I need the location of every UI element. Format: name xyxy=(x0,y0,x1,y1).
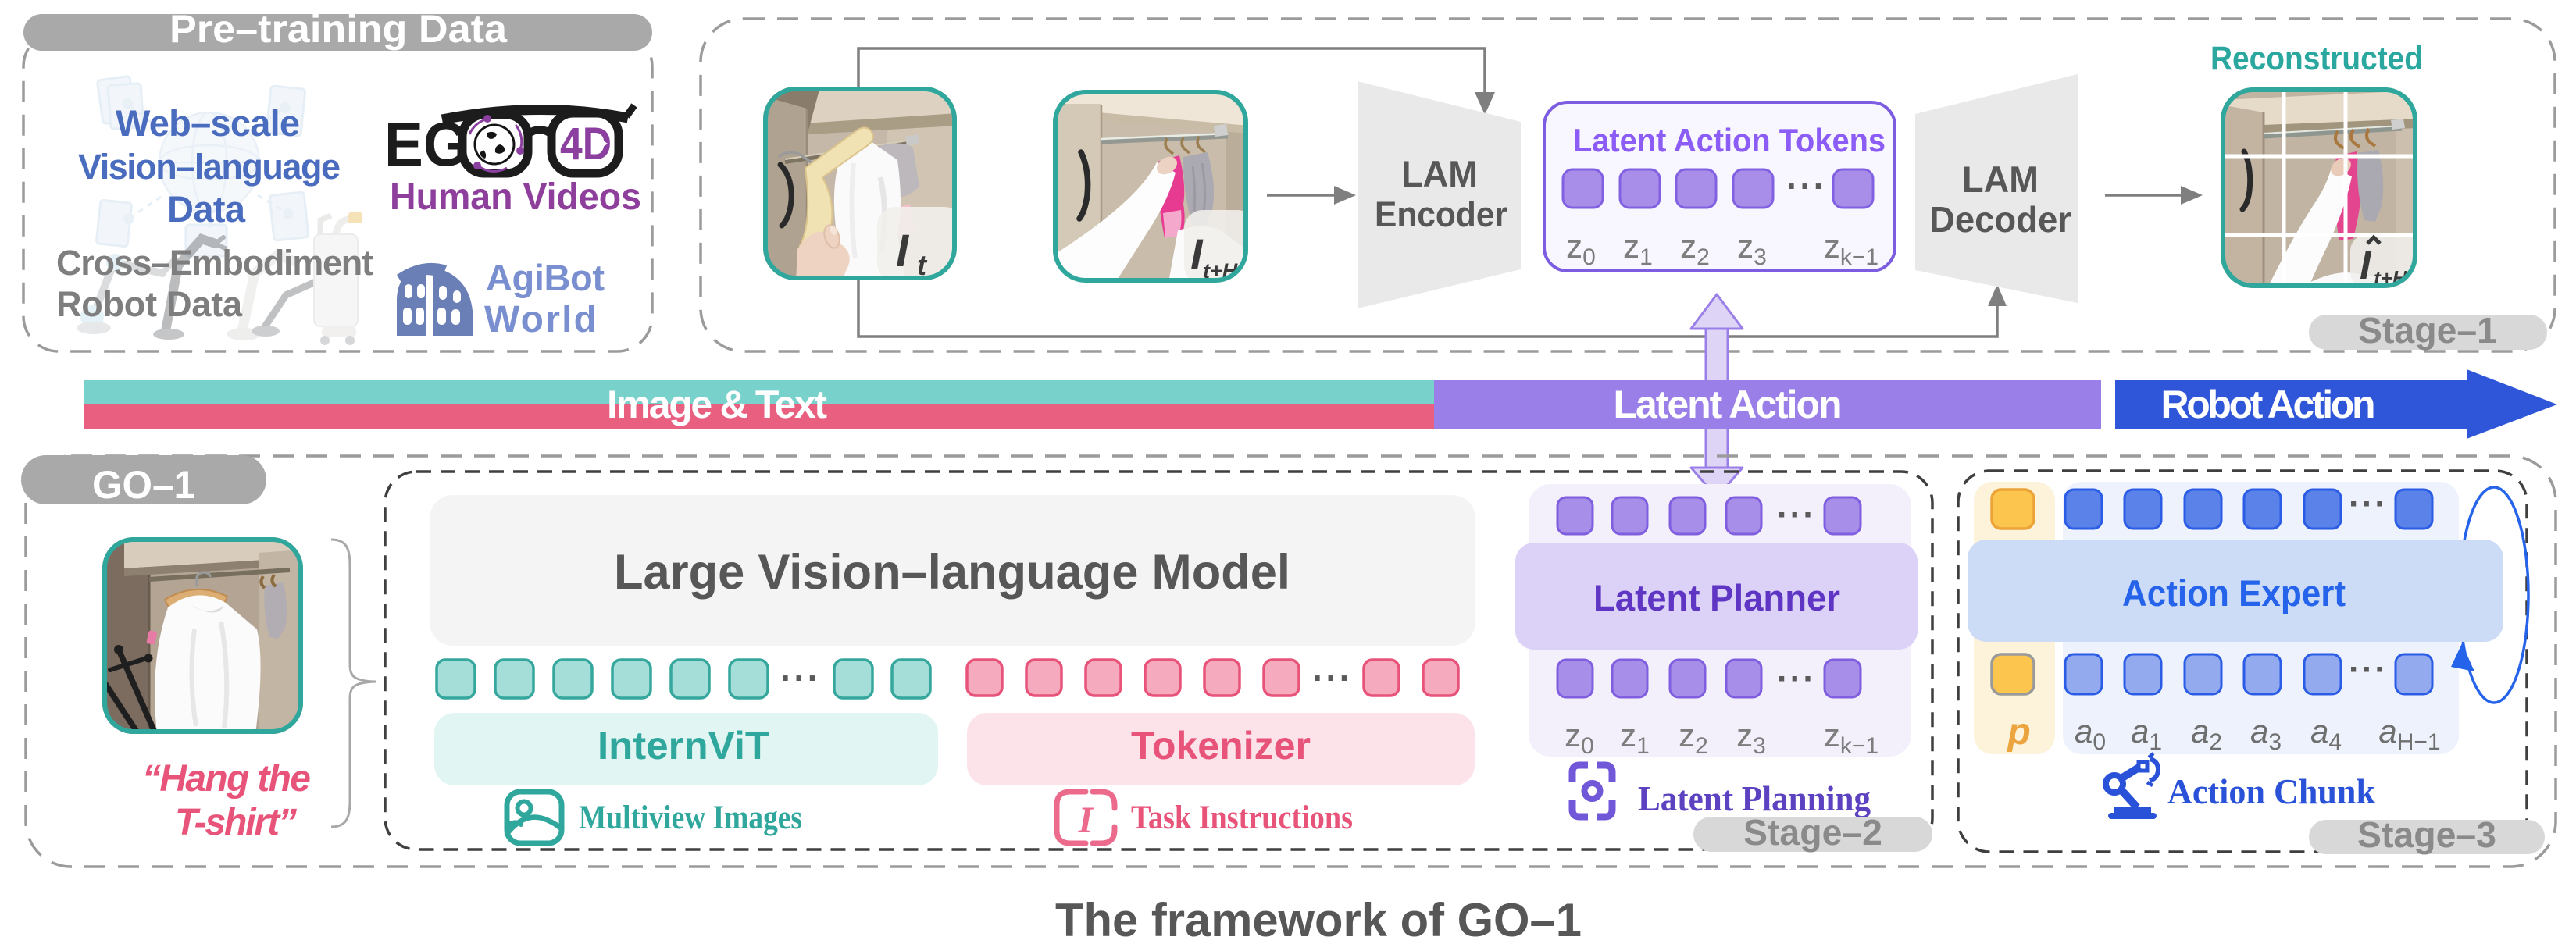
svg-text:Cross–Embodiment: Cross–Embodiment xyxy=(56,243,373,283)
svg-text:The framework of GO–1: The framework of GO–1 xyxy=(1055,894,1582,946)
svg-text:Image & Text: Image & Text xyxy=(607,383,827,426)
svg-text:Web–scale: Web–scale xyxy=(116,102,300,144)
svg-text:z3: z3 xyxy=(1736,717,1766,759)
svg-text:Action Chunk: Action Chunk xyxy=(2167,771,2375,811)
svg-text:Tokenizer: Tokenizer xyxy=(1131,724,1311,768)
svg-text:Robot Action: Robot Action xyxy=(2161,383,2376,426)
svg-text:···: ··· xyxy=(2349,650,2388,689)
svg-text:Human Videos: Human Videos xyxy=(390,176,641,218)
svg-text:Data: Data xyxy=(167,188,246,230)
svg-text:InternViT: InternViT xyxy=(598,724,769,768)
svg-text:Vision–language: Vision–language xyxy=(78,147,341,187)
svg-text:a3: a3 xyxy=(2250,713,2282,755)
svg-text:···: ··· xyxy=(1777,660,1816,698)
svg-text:Latent Action: Latent Action xyxy=(1614,383,1843,426)
svg-text:Task Instructions: Task Instructions xyxy=(1131,800,1353,836)
svg-text:a0: a0 xyxy=(2075,713,2106,755)
svg-text:LAM: LAM xyxy=(1962,158,2039,200)
svg-text:I: I xyxy=(1078,800,1095,841)
svg-text:Stage–3: Stage–3 xyxy=(2357,814,2496,855)
svg-text:z2: z2 xyxy=(1679,717,1708,759)
svg-text:Action Expert: Action Expert xyxy=(2122,572,2346,614)
svg-text:t: t xyxy=(917,249,928,281)
svg-text:···: ··· xyxy=(1786,166,1827,206)
svg-text:Latent Planning: Latent Planning xyxy=(1638,779,1871,818)
svg-text:Latent Action Tokens: Latent Action Tokens xyxy=(1573,122,1886,158)
svg-text:Reconstructed: Reconstructed xyxy=(2210,40,2423,77)
svg-text:Decoder: Decoder xyxy=(1929,199,2071,240)
svg-text:···: ··· xyxy=(1312,657,1353,698)
svg-text:···: ··· xyxy=(780,657,821,698)
svg-text:LAM: LAM xyxy=(1401,153,1478,194)
svg-text:I: I xyxy=(896,226,910,276)
svg-text:I: I xyxy=(1190,230,1204,279)
svg-text:Encoder: Encoder xyxy=(1375,194,1507,234)
svg-text:GO–1: GO–1 xyxy=(92,463,195,507)
svg-text:Stage–2: Stage–2 xyxy=(1743,812,1882,853)
svg-text:Large Vision–language Model: Large Vision–language Model xyxy=(614,545,1290,600)
svg-text:Latent Planner: Latent Planner xyxy=(1593,577,1840,618)
svg-text:I: I xyxy=(2360,243,2372,288)
svg-text:···: ··· xyxy=(1777,496,1816,534)
svg-text:Pre–training Data: Pre–training Data xyxy=(169,7,508,51)
svg-text:Robot Data: Robot Data xyxy=(56,284,243,324)
svg-text:Stage–1: Stage–1 xyxy=(2358,310,2497,351)
svg-text:“Hang the: “Hang the xyxy=(142,758,311,800)
svg-text:p: p xyxy=(2006,711,2030,753)
svg-text:Multiview Images: Multiview Images xyxy=(579,800,802,836)
svg-text:···: ··· xyxy=(2349,485,2388,523)
svg-text:World: World xyxy=(484,299,597,340)
svg-text:AgiBot: AgiBot xyxy=(486,257,605,298)
svg-text:T-shirt”: T-shirt” xyxy=(175,802,297,843)
